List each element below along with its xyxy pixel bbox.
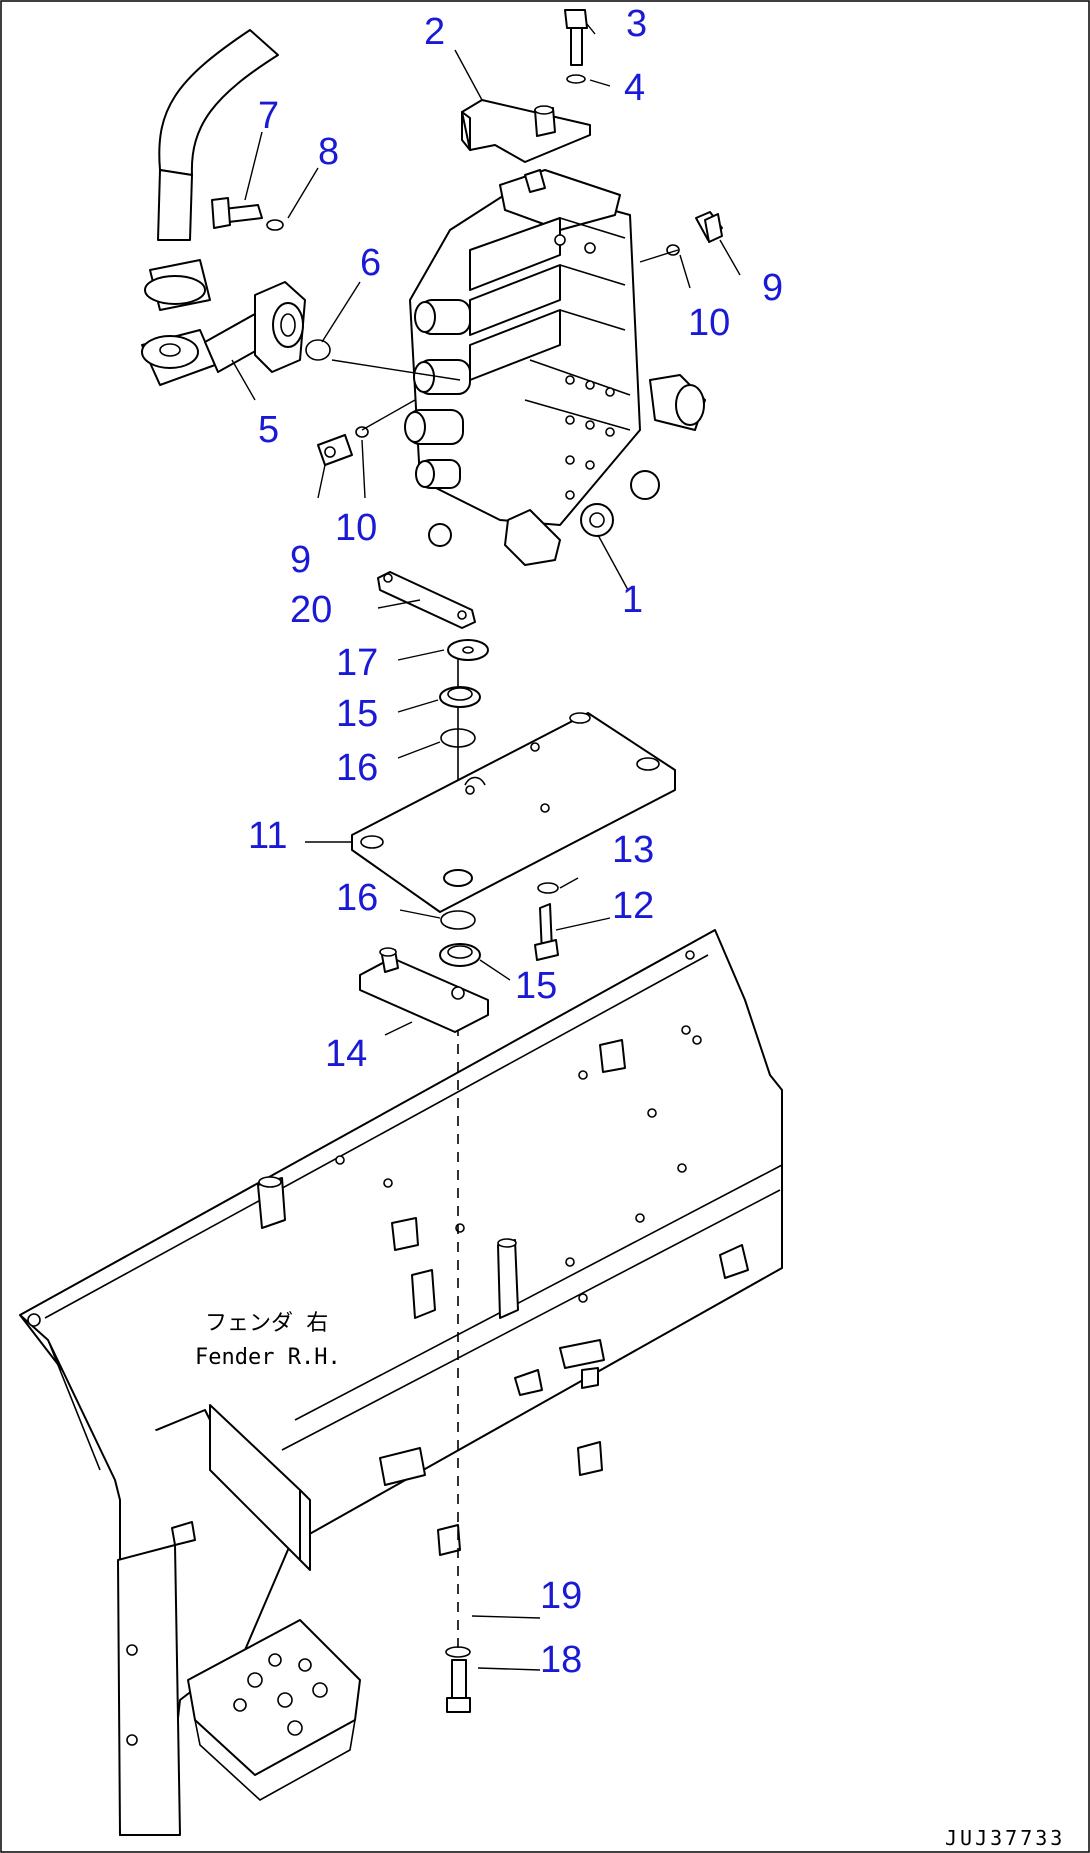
callout-20: 20 xyxy=(290,589,332,631)
part-14-bracket xyxy=(359,947,489,1033)
callout-9-left: 9 xyxy=(290,539,311,581)
callout-6: 6 xyxy=(360,242,381,284)
callout-13: 13 xyxy=(612,829,654,871)
part-6-o-ring xyxy=(305,339,331,361)
callout-16-upper: 16 xyxy=(336,747,378,789)
callout-3: 3 xyxy=(626,3,647,45)
part-9-fitting-left xyxy=(317,434,353,466)
callout-9-right: 9 xyxy=(762,267,783,309)
callout-1: 1 xyxy=(622,579,643,621)
fender-label-japanese: フェンダ 右 xyxy=(205,1311,328,1336)
part-16-seat-lower xyxy=(440,910,476,930)
part-15-cushion-upper xyxy=(439,686,481,708)
fender-label-english: Fender R.H. xyxy=(195,1345,341,1370)
callout-18: 18 xyxy=(540,1639,582,1681)
leader-lines xyxy=(231,23,741,1671)
part-1-control-valve xyxy=(404,169,706,566)
callout-19: 19 xyxy=(540,1575,582,1617)
callout-16-lower: 16 xyxy=(336,877,378,919)
part-16-seat-upper xyxy=(440,728,476,748)
callout-10-left: 10 xyxy=(335,507,377,549)
callout-labels: 1 2 3 4 5 6 7 8 9 9 10 10 11 12 13 14 15… xyxy=(248,3,783,1681)
fender-rh xyxy=(19,929,783,1836)
callout-7: 7 xyxy=(258,95,279,137)
callout-17: 17 xyxy=(336,642,378,684)
callout-8: 8 xyxy=(318,131,339,173)
part-10-o-ring-left xyxy=(355,426,369,438)
part-10-o-ring-right xyxy=(666,244,680,256)
part-3-bolt xyxy=(564,9,588,66)
drawing-code: JUJ37733 xyxy=(945,1826,1065,1850)
part-20-strap xyxy=(377,571,476,629)
part-5-hose-assembly xyxy=(141,29,306,386)
part-8-washer xyxy=(266,219,284,231)
callout-11: 11 xyxy=(248,815,287,857)
part-2-bracket xyxy=(461,99,591,163)
callout-2: 2 xyxy=(424,11,445,53)
part-9-fitting-right xyxy=(695,211,723,243)
part-4-washer xyxy=(566,74,586,84)
callout-12: 12 xyxy=(612,885,654,927)
callout-5: 5 xyxy=(258,409,279,451)
callout-15-upper: 15 xyxy=(336,693,378,735)
part-18-bolt xyxy=(446,1659,471,1713)
part-11-plate xyxy=(351,712,676,913)
part-12-bolt xyxy=(534,903,559,961)
callout-10-right: 10 xyxy=(688,302,730,344)
callout-4: 4 xyxy=(624,67,645,109)
part-19-washer xyxy=(445,1646,471,1658)
callout-14: 14 xyxy=(325,1033,367,1075)
part-7-bolt xyxy=(211,197,263,229)
part-13-washer xyxy=(537,882,559,894)
callout-15-lower: 15 xyxy=(515,965,557,1007)
part-15-cushion-lower xyxy=(439,943,481,967)
